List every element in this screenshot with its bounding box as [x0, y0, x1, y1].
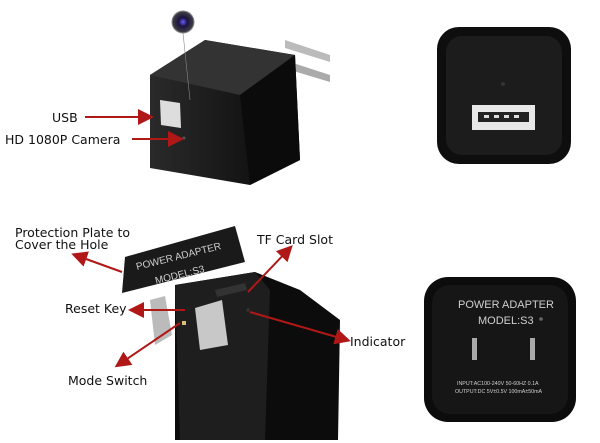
- indicator-arrow: [249, 311, 351, 345]
- spec-output-text: OUTPUT:DC 5V±0.5V 100mA±50mA: [455, 389, 543, 395]
- charger-camera-front-view: [150, 10, 330, 185]
- indicator-light: [539, 317, 543, 321]
- plug-prong: [290, 62, 330, 82]
- plug-prong: [472, 338, 477, 360]
- charger-exploded-view: POWER ADAPTER MODEL:S3: [122, 226, 340, 440]
- usb-port: [160, 100, 181, 128]
- tf-card-arrow: [247, 245, 293, 293]
- tf-card-label: TF Card Slot: [256, 232, 333, 247]
- reset-key: [186, 307, 190, 311]
- protection-arrow: [71, 251, 123, 273]
- charger-usb-face-view: [437, 27, 571, 164]
- mode-switch-label: Mode Switch: [68, 373, 147, 388]
- protection-label-1: Protection Plate to: [15, 225, 130, 240]
- indicator-label: Indicator: [350, 334, 406, 349]
- spec-input-text: INPUT:AC100-240V 50-60HZ 0.1A: [457, 381, 539, 387]
- camera-hole: [182, 136, 186, 140]
- plug-prong: [285, 40, 330, 62]
- charger-plug-face-view: POWER ADAPTER MODEL:S3 INPUT:AC100-240V …: [424, 277, 576, 422]
- indicator-light: [246, 308, 250, 312]
- mode-switch: [182, 321, 186, 325]
- plug-prong: [530, 338, 535, 360]
- usb-label: USB: [52, 110, 78, 125]
- camera-label: HD 1080P Camera: [5, 132, 120, 147]
- plug-prong: [195, 300, 228, 350]
- protection-label-2: Cover the Hole: [15, 237, 109, 252]
- plug-prong: [150, 296, 172, 345]
- face-print-line1: POWER ADAPTER: [458, 299, 554, 311]
- tf-card-slot: [215, 283, 247, 297]
- reset-key-label: Reset Key: [65, 301, 127, 316]
- protection-plate: [122, 226, 245, 293]
- mode-switch-arrow: [114, 322, 181, 368]
- camera-lens: [171, 10, 195, 34]
- face-print-line2: MODEL:S3: [478, 315, 534, 327]
